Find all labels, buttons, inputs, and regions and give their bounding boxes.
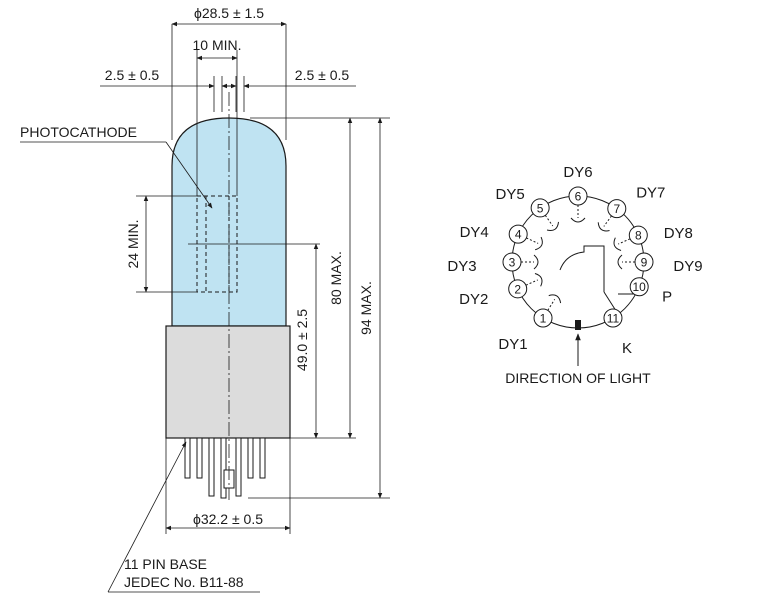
pin-9-number: 9 bbox=[641, 256, 648, 270]
dynode-7-shape bbox=[597, 222, 610, 232]
base-type-line1: 11 PIN BASE bbox=[124, 556, 207, 572]
pin-7: 7 DY7 bbox=[607, 185, 665, 219]
dynode-1-lead bbox=[547, 299, 556, 311]
dim-base-diameter: ϕ32.2 ± 0.5 bbox=[193, 511, 263, 527]
pin-11-number: 11 bbox=[607, 311, 620, 325]
dynode-6-shape bbox=[570, 217, 586, 223]
dim-min-width: 10 MIN. bbox=[192, 37, 241, 53]
dynode-9-shape bbox=[617, 254, 623, 270]
base-pins bbox=[184, 437, 266, 499]
dynode-8-lead bbox=[617, 238, 631, 245]
dynode-2-shape bbox=[534, 273, 543, 287]
pin-5-number: 5 bbox=[537, 201, 544, 215]
pin-9-circle bbox=[634, 252, 654, 272]
pin-5-label: DY5 bbox=[496, 186, 525, 203]
tube-base bbox=[165, 325, 291, 439]
dynode-4-shape bbox=[535, 236, 543, 251]
pin-8-circle bbox=[628, 225, 648, 245]
dynode-2-lead bbox=[525, 279, 539, 286]
pin-8: 8 DY8 bbox=[628, 225, 693, 245]
base-key bbox=[575, 320, 581, 330]
pin-2-circle bbox=[508, 279, 528, 299]
pin-6-label: DY6 bbox=[563, 164, 592, 181]
dim-base-height: 49.0 ± 2.5 bbox=[294, 309, 310, 371]
dim-body-max: 80 MAX. bbox=[328, 251, 344, 305]
pin-4-label: DY4 bbox=[460, 224, 489, 241]
pin-11-circle bbox=[603, 308, 623, 328]
dynode-8-shape bbox=[613, 237, 622, 251]
dim-bulb-diameter: ϕ28.5 ± 1.5 bbox=[194, 5, 264, 21]
photocathode-label: PHOTOCATHODE bbox=[20, 124, 137, 140]
pin-4: 4 DY4 bbox=[460, 224, 528, 244]
pin-7-circle bbox=[607, 199, 627, 219]
pin-3-label: DY3 bbox=[447, 258, 476, 275]
pin-2-number: 2 bbox=[514, 282, 521, 296]
pin-5-circle bbox=[530, 198, 550, 218]
dim-left-offset: 2.5 ± 0.5 bbox=[105, 67, 160, 83]
dim-right-offset: 2.5 ± 0.5 bbox=[295, 67, 350, 83]
pin-11-label: K bbox=[622, 340, 632, 357]
base-type-leader bbox=[107, 441, 187, 593]
dynode-marks bbox=[521, 205, 635, 311]
dim-total-max: 94 MAX. bbox=[358, 281, 374, 335]
inner-electrode bbox=[559, 245, 605, 292]
pin-8-number: 8 bbox=[635, 229, 642, 243]
pin-1-label: DY1 bbox=[498, 336, 527, 353]
pin-7-label: DY7 bbox=[636, 185, 665, 202]
pin-11: 11K bbox=[603, 308, 632, 357]
pin-1-number: 1 bbox=[540, 311, 547, 325]
dim-cathode-height: 24 MIN. bbox=[125, 219, 141, 268]
pin-9: 9 DY9 bbox=[634, 252, 703, 275]
pin-3-number: 3 bbox=[509, 256, 516, 270]
pin-6-number: 6 bbox=[575, 190, 582, 204]
pin-6-circle bbox=[568, 186, 588, 206]
dynode-7-lead bbox=[603, 215, 612, 227]
pin-5: 5 DY5 bbox=[496, 186, 550, 218]
direction-of-light-label: DIRECTION OF LIGHT bbox=[505, 370, 651, 386]
pin-4-circle bbox=[508, 224, 528, 244]
pin-10-circle bbox=[629, 277, 649, 297]
pin-8-label: DY8 bbox=[664, 225, 693, 242]
dynode-4-lead bbox=[526, 237, 539, 244]
pin-10: 10P bbox=[629, 277, 672, 306]
photocathode-leader bbox=[165, 141, 213, 209]
pin-7-number: 7 bbox=[613, 202, 620, 216]
dynode-5-shape bbox=[546, 221, 559, 231]
pin-9-label: DY9 bbox=[673, 258, 702, 275]
pin-circle-outline bbox=[511, 195, 645, 329]
pin-3-circle bbox=[502, 252, 522, 272]
pin-3: 3 DY3 bbox=[447, 252, 522, 275]
photocathode-area bbox=[196, 195, 238, 293]
dynode-3-shape bbox=[533, 254, 539, 270]
pin-6: 6 DY6 bbox=[563, 164, 593, 206]
pin-4-number: 4 bbox=[515, 228, 522, 242]
dynode-1-shape bbox=[548, 294, 562, 304]
pin-1-circle bbox=[533, 308, 553, 328]
dynode-5-lead bbox=[544, 215, 554, 227]
base-type-line2: JEDEC No. B11-88 bbox=[124, 574, 244, 590]
pin-10-number: 10 bbox=[633, 280, 647, 294]
pin-2-label: DY2 bbox=[459, 291, 488, 308]
pin-10-label: P bbox=[662, 289, 672, 306]
